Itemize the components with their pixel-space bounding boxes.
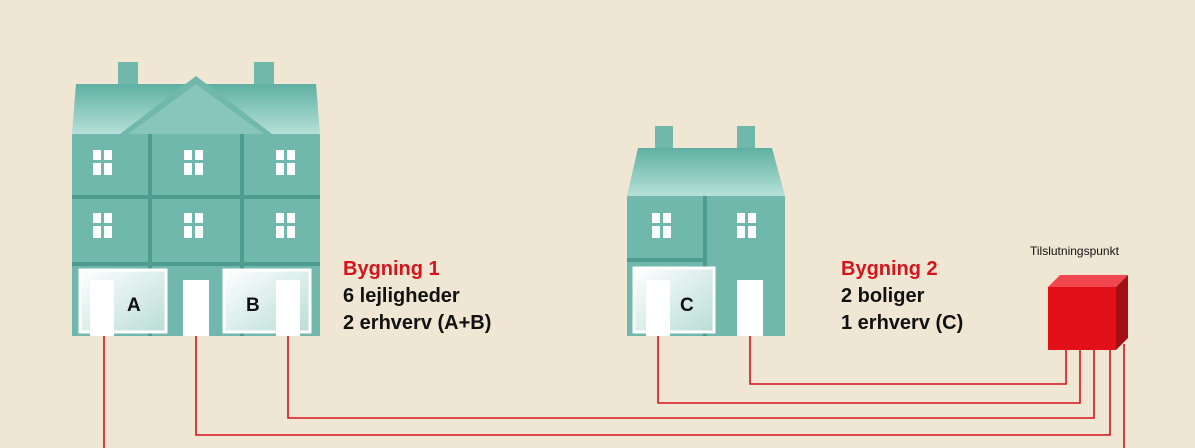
building-1-label: Bygning 1 6 lejligheder 2 erhverv (A+B) <box>343 256 491 337</box>
building-2-label: Bygning 2 2 boliger 1 erhverv (C) <box>841 256 963 337</box>
cable-shop-b <box>287 336 1095 419</box>
cable-building2-door <box>749 336 1067 385</box>
window-icon <box>276 213 295 238</box>
window-icon <box>652 213 671 238</box>
cables <box>103 336 1125 448</box>
chimney-right <box>254 62 274 87</box>
window-icon <box>93 150 112 175</box>
windows-building-2 <box>652 213 756 238</box>
cable-building1-door <box>195 336 1111 436</box>
chimney-left-2 <box>655 126 673 151</box>
shop-a: A <box>78 268 168 336</box>
window-icon <box>184 213 203 238</box>
window-icon <box>184 150 203 175</box>
windows-building-1 <box>93 150 295 238</box>
shop-c: C <box>632 266 716 336</box>
unit-b-label: B <box>246 295 260 316</box>
entrance-door-2 <box>737 280 763 336</box>
roof-2 <box>627 148 785 196</box>
building-1-apartments: 6 lejligheder <box>343 285 460 307</box>
red-box-icon <box>1048 275 1128 350</box>
cable-shop-c <box>657 336 1081 404</box>
window-icon <box>93 213 112 238</box>
building-2-title: Bygning 2 <box>841 258 938 280</box>
connection-point-label: Tilslutningspunkt <box>1030 244 1119 258</box>
building-1-title: Bygning 1 <box>343 258 440 280</box>
shop-b: B <box>222 268 312 336</box>
chimney-left <box>118 62 138 87</box>
building-2-homes: 2 boliger <box>841 285 925 307</box>
building-2-commercial: 1 erhverv (C) <box>841 312 964 334</box>
chimney-right-2 <box>737 126 755 151</box>
entrance-door-1 <box>183 280 209 336</box>
window-icon <box>276 150 295 175</box>
building-1-commercial: 2 erhverv (A+B) <box>343 312 492 334</box>
unit-a-label: A <box>127 295 141 316</box>
window-icon <box>737 213 756 238</box>
unit-c-label: C <box>680 295 694 316</box>
